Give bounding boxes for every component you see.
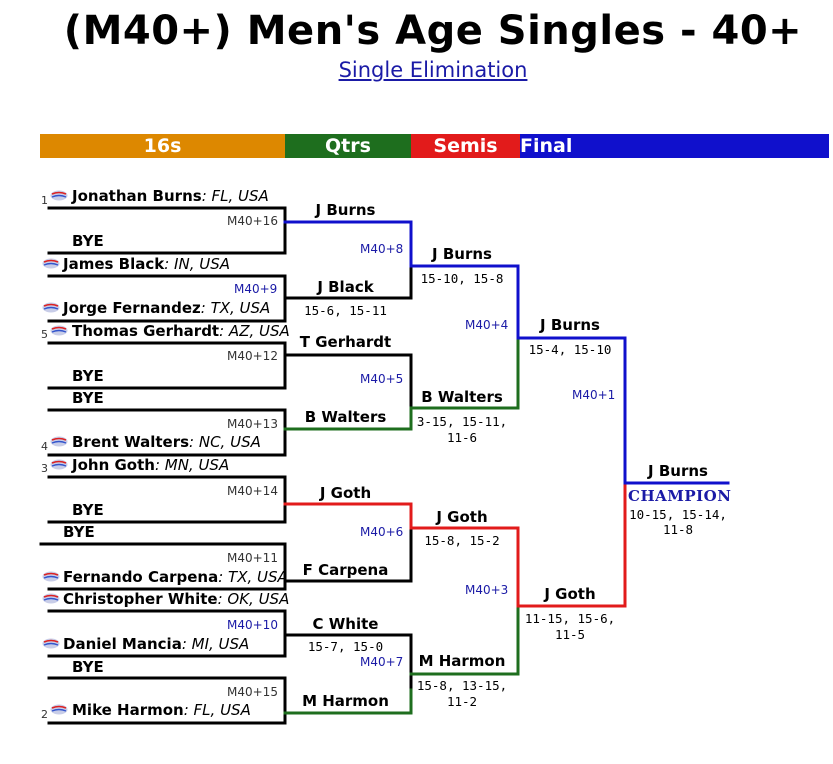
qtr-score: 15-7, 15-0 xyxy=(307,639,384,654)
semi-score: 15-8, 13-15, xyxy=(416,678,508,693)
semi-score: 11-6 xyxy=(446,430,478,445)
player-entry: BYE xyxy=(72,501,104,519)
qtr-score: 15-6, 15-11 xyxy=(304,303,387,318)
player-entry: BYE xyxy=(72,658,104,676)
final-score: 11-15, 15-6, xyxy=(524,611,616,626)
qtr-winner[interactable]: B Walters xyxy=(304,408,387,426)
player-entry[interactable]: Mike Harmon: FL, USA xyxy=(72,701,251,719)
semi-score: 15-8, 15-2 xyxy=(424,533,500,548)
seed-label: 1 xyxy=(41,194,48,207)
player-entry: BYE xyxy=(72,389,104,407)
match-code[interactable]: M40+4 xyxy=(465,318,509,332)
seed-label: 2 xyxy=(41,708,48,721)
champion-name[interactable]: J Burns xyxy=(648,462,708,480)
seed-label: 3 xyxy=(41,462,48,475)
final-winner[interactable]: J Goth xyxy=(544,585,596,603)
final-winner[interactable]: J Burns xyxy=(540,316,600,334)
semi-winner[interactable]: J Burns xyxy=(432,245,492,263)
flag-icon xyxy=(42,593,60,604)
qtr-winner[interactable]: J Goth xyxy=(319,484,372,502)
match-code[interactable]: M40+6 xyxy=(360,525,404,539)
match-code[interactable]: M40+13 xyxy=(227,417,278,431)
round-header-semis: Semis xyxy=(411,134,520,158)
qtr-winner[interactable]: J Burns xyxy=(315,201,376,219)
qtr-winner[interactable]: J Black xyxy=(317,278,374,296)
semi-winner[interactable]: M Harmon xyxy=(418,652,506,670)
match-code[interactable]: M40+5 xyxy=(360,372,404,386)
match-code[interactable]: M40+8 xyxy=(360,242,404,256)
qtr-winner[interactable]: M Harmon xyxy=(302,692,389,710)
final-score: 15-4, 15-10 xyxy=(528,342,612,357)
player-entry[interactable]: Christopher White: OK, USA xyxy=(63,590,290,608)
draw-type-link[interactable]: Single Elimination xyxy=(338,58,528,82)
round-header-qtrs: Qtrs xyxy=(285,134,411,158)
flag-icon xyxy=(50,459,68,470)
player-entry[interactable]: Jonathan Burns: FL, USA xyxy=(72,187,269,205)
final-score: 11-5 xyxy=(554,627,586,642)
match-code[interactable]: M40+15 xyxy=(227,685,278,699)
qtr-winner[interactable]: C White xyxy=(312,615,379,633)
player-entry[interactable]: Fernando Carpena: TX, USA xyxy=(63,568,288,586)
player-entry: BYE xyxy=(63,523,95,541)
flag-icon xyxy=(42,571,60,582)
seed-label: 4 xyxy=(41,440,48,453)
seed-label: 5 xyxy=(41,328,48,341)
semi-score: 15-10, 15-8 xyxy=(420,271,504,286)
flag-icon xyxy=(50,190,68,201)
flag-icon xyxy=(42,638,60,649)
page-title: (M40+) Men's Age Singles - 40+ xyxy=(63,8,803,54)
flag-icon xyxy=(42,258,60,269)
champion-score: 11-8 xyxy=(662,522,694,537)
match-code[interactable]: M40+1 xyxy=(572,388,616,402)
semi-winner[interactable]: J Goth xyxy=(436,508,488,526)
round-header-final: Final xyxy=(520,134,829,158)
champion-label: CHAMPION xyxy=(628,487,732,505)
match-code[interactable]: M40+3 xyxy=(465,583,509,597)
match-code[interactable]: M40+10 xyxy=(227,618,278,632)
semi-score: 11-2 xyxy=(446,694,478,709)
player-entry: BYE xyxy=(72,232,104,250)
player-entry[interactable]: Brent Walters: NC, USA xyxy=(72,433,261,451)
player-entry[interactable]: John Goth: MN, USA xyxy=(72,456,230,474)
flag-icon xyxy=(50,704,68,715)
match-code[interactable]: M40+11 xyxy=(227,551,278,565)
match-code[interactable]: M40+16 xyxy=(227,214,278,228)
round-header-16s: 16s xyxy=(40,134,285,158)
semi-winner[interactable]: B Walters xyxy=(421,388,503,406)
match-code[interactable]: M40+9 xyxy=(234,282,278,296)
player-entry[interactable]: Jorge Fernandez: TX, USA xyxy=(63,299,271,317)
match-code[interactable]: M40+14 xyxy=(227,484,278,498)
match-code[interactable]: M40+12 xyxy=(227,349,278,363)
match-code[interactable]: M40+7 xyxy=(360,655,404,669)
semi-score: 3-15, 15-11, xyxy=(416,414,508,429)
player-entry[interactable]: Daniel Mancia: MI, USA xyxy=(63,635,250,653)
qtr-winner[interactable]: F Carpena xyxy=(302,561,389,579)
player-entry[interactable]: James Black: IN, USA xyxy=(63,255,230,273)
player-entry: BYE xyxy=(72,367,104,385)
player-entry[interactable]: Thomas Gerhardt: AZ, USA xyxy=(72,322,290,340)
flag-icon xyxy=(50,436,68,447)
champion-score: 10-15, 15-14, xyxy=(629,507,727,522)
qtr-winner[interactable]: T Gerhardt xyxy=(299,333,392,351)
flag-icon xyxy=(50,325,68,336)
flag-icon xyxy=(42,302,60,313)
